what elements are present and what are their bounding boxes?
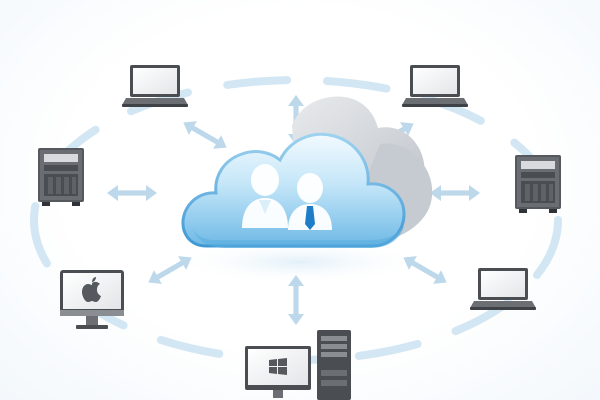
cloud-users-icon — [181, 96, 433, 248]
cloud-floor-glow — [170, 240, 430, 284]
laptop-icon — [402, 65, 468, 107]
apple-monitor-icon — [60, 270, 124, 329]
storage-server-icon — [38, 148, 84, 206]
windows-logo-icon — [269, 358, 287, 375]
cloud-shape — [181, 132, 406, 248]
windows-desktop — [245, 330, 351, 400]
storage-server-icon — [515, 155, 561, 213]
storage-left — [38, 148, 84, 206]
arrow-mid-right — [430, 185, 480, 201]
person-with-tie-icon — [288, 173, 332, 230]
laptop-top-right — [402, 65, 468, 107]
laptop-icon — [122, 65, 188, 107]
person-icon — [242, 164, 288, 228]
laptop-icon — [470, 268, 536, 310]
laptop-bottom-right — [470, 268, 536, 310]
windows-desktop-icon — [245, 330, 351, 400]
arrow-mid-left — [107, 185, 157, 201]
apple-logo-icon — [82, 277, 101, 302]
laptop-top-left — [122, 65, 188, 107]
arrow-top-left — [179, 115, 231, 155]
mac-monitor — [60, 270, 124, 329]
storage-right — [515, 155, 561, 213]
